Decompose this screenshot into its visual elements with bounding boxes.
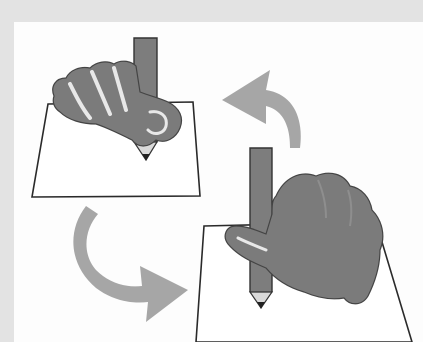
- arrow-top-curved: [222, 70, 301, 148]
- arrow-bottom-curved: [73, 206, 188, 322]
- top-left-panel: [32, 38, 200, 197]
- bottom-right-panel: [196, 148, 412, 342]
